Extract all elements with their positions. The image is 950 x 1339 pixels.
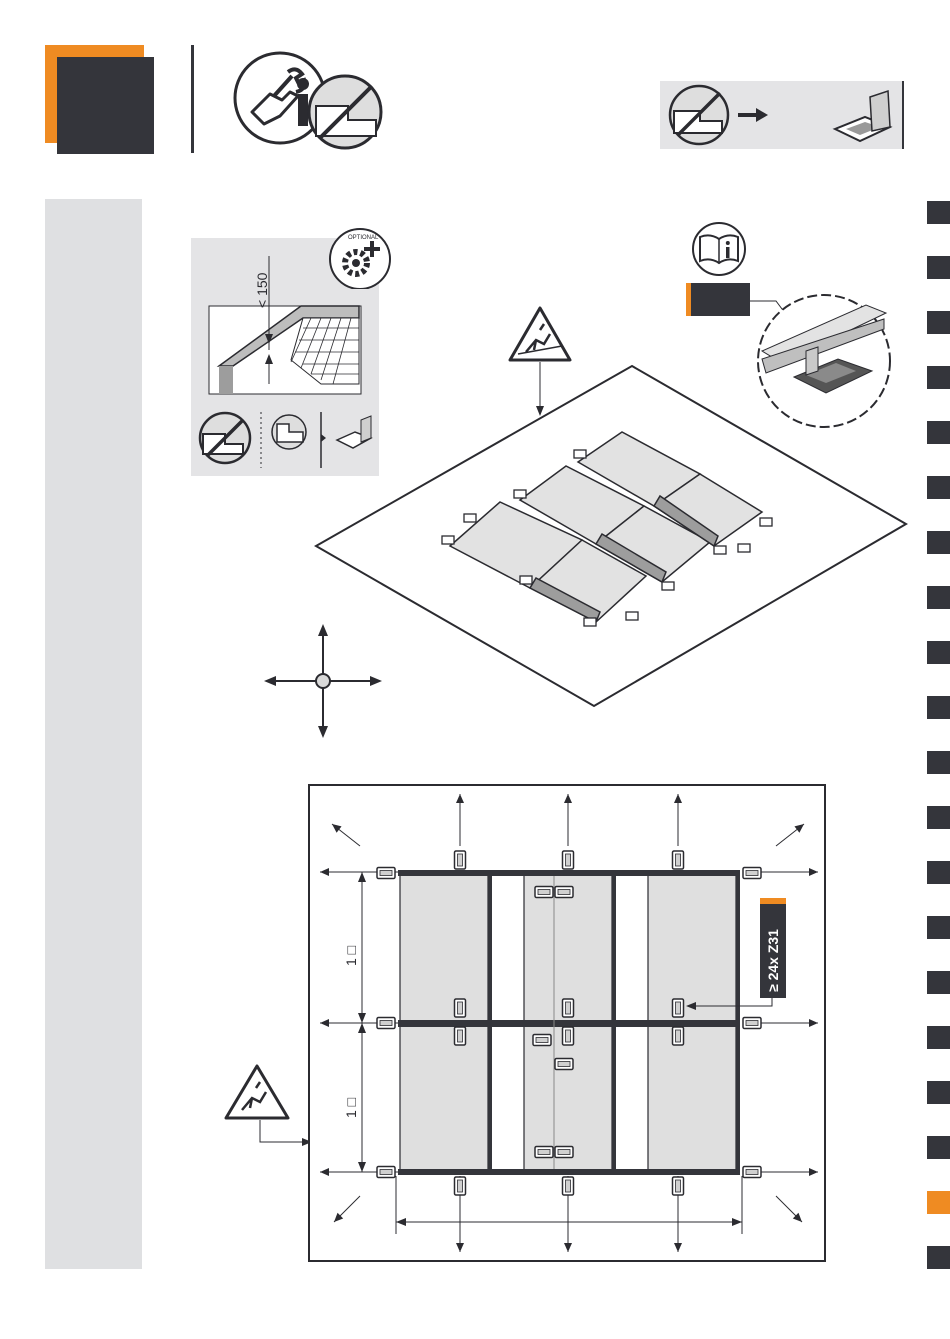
clip-plate-icon xyxy=(835,91,890,141)
plan-view: 1 □ 1 □ ≥ 24x Z31 xyxy=(308,784,826,1262)
fall-hazard-icon xyxy=(222,1060,312,1150)
chapter-tabs xyxy=(927,201,950,1301)
four-way-arrow-icon xyxy=(262,620,384,742)
fastener-label: ≥ 24x Z31 xyxy=(765,929,781,992)
ballast-clip-inner xyxy=(380,1170,392,1175)
row-dimension-label-1: 1 □ xyxy=(343,945,359,966)
chapter-tab[interactable] xyxy=(927,861,950,884)
manual-info-icon xyxy=(693,223,745,275)
arrowhead xyxy=(564,1243,572,1252)
header-divider xyxy=(191,45,194,153)
ballast-clip-inner xyxy=(566,1002,571,1014)
chapter-tab[interactable] xyxy=(927,916,950,939)
ballast-clip-inner xyxy=(746,871,758,876)
ballast-clip-inner xyxy=(746,1170,758,1175)
chapter-tab[interactable] xyxy=(927,696,950,719)
isometric-roof-view xyxy=(300,300,920,720)
arrowhead xyxy=(564,794,572,803)
chapter-tab[interactable] xyxy=(927,751,950,774)
ballast-clip-inner xyxy=(458,1180,463,1192)
ballast-clip-inner xyxy=(538,1150,550,1155)
chapter-tab[interactable] xyxy=(927,971,950,994)
ballast-clip-inner xyxy=(458,1030,463,1042)
chapter-tab[interactable] xyxy=(927,1246,950,1269)
chapter-marker xyxy=(57,57,154,154)
optional-label: OPTIONAL xyxy=(348,235,379,241)
info-icon xyxy=(297,78,309,126)
chapter-tab[interactable] xyxy=(927,531,950,554)
arrowhead xyxy=(809,1168,818,1176)
ballast-clip-inner xyxy=(558,890,570,895)
ballast-clip-inner xyxy=(558,1062,570,1067)
row-dimension-label-2: 1 □ xyxy=(343,1097,359,1118)
ballast-clip-inner xyxy=(536,1038,548,1043)
chapter-tab[interactable] xyxy=(927,421,950,444)
arrowhead xyxy=(320,1168,329,1176)
no-edge-icon xyxy=(670,86,728,144)
ballast-clip-inner xyxy=(566,1180,571,1192)
edge-distance-label: < 150 xyxy=(254,272,270,308)
arrowhead xyxy=(332,824,342,833)
ballast-clip-inner xyxy=(566,1030,571,1042)
arrowhead xyxy=(456,794,464,803)
arrow-right-icon xyxy=(738,108,768,122)
chapter-tab[interactable] xyxy=(927,641,950,664)
arrowhead xyxy=(674,1243,682,1252)
arrowhead xyxy=(674,794,682,803)
chapter-tab[interactable] xyxy=(927,1026,950,1049)
ballast-clip-inner xyxy=(676,1002,681,1014)
ballast-clip-inner xyxy=(676,854,681,866)
chapter-tab[interactable] xyxy=(927,586,950,609)
chapter-tab[interactable] xyxy=(927,311,950,334)
arrowhead xyxy=(320,868,329,876)
chapter-tab[interactable] xyxy=(927,256,950,279)
optional-gear-icon: OPTIONAL xyxy=(326,227,396,289)
ballast-clip-inner xyxy=(458,854,463,866)
ballast-clip-inner xyxy=(380,1021,392,1026)
chapter-tab[interactable] xyxy=(927,366,950,389)
fall-hazard-icon xyxy=(510,308,570,360)
arrowhead xyxy=(809,868,818,876)
chapter-tab[interactable] xyxy=(927,1191,950,1214)
chapter-tab[interactable] xyxy=(927,806,950,829)
chapter-tab[interactable] xyxy=(927,476,950,499)
ballast-clip-inner xyxy=(676,1030,681,1042)
arrowhead xyxy=(320,1019,329,1027)
arrowhead xyxy=(809,1019,818,1027)
ballast-clip-inner xyxy=(676,1180,681,1192)
ballast-clip-inner xyxy=(566,854,571,866)
ballast-clip-inner xyxy=(538,890,550,895)
ballast-clip-inner xyxy=(558,1150,570,1155)
ballast-clip-inner xyxy=(458,1002,463,1014)
arrowhead xyxy=(456,1243,464,1252)
no-edge-icon xyxy=(309,76,381,148)
chapter-tab[interactable] xyxy=(927,201,950,224)
chapter-tab[interactable] xyxy=(927,1081,950,1104)
chapter-tab[interactable] xyxy=(927,1136,950,1159)
arrowhead xyxy=(794,824,804,833)
no-edge-icon xyxy=(200,413,250,463)
ballast-clip-inner xyxy=(380,871,392,876)
ballast-clip-inner xyxy=(746,1021,758,1026)
hint-box xyxy=(660,81,904,149)
sidebar-panel xyxy=(45,199,142,1269)
header-tool-icons xyxy=(230,50,390,150)
